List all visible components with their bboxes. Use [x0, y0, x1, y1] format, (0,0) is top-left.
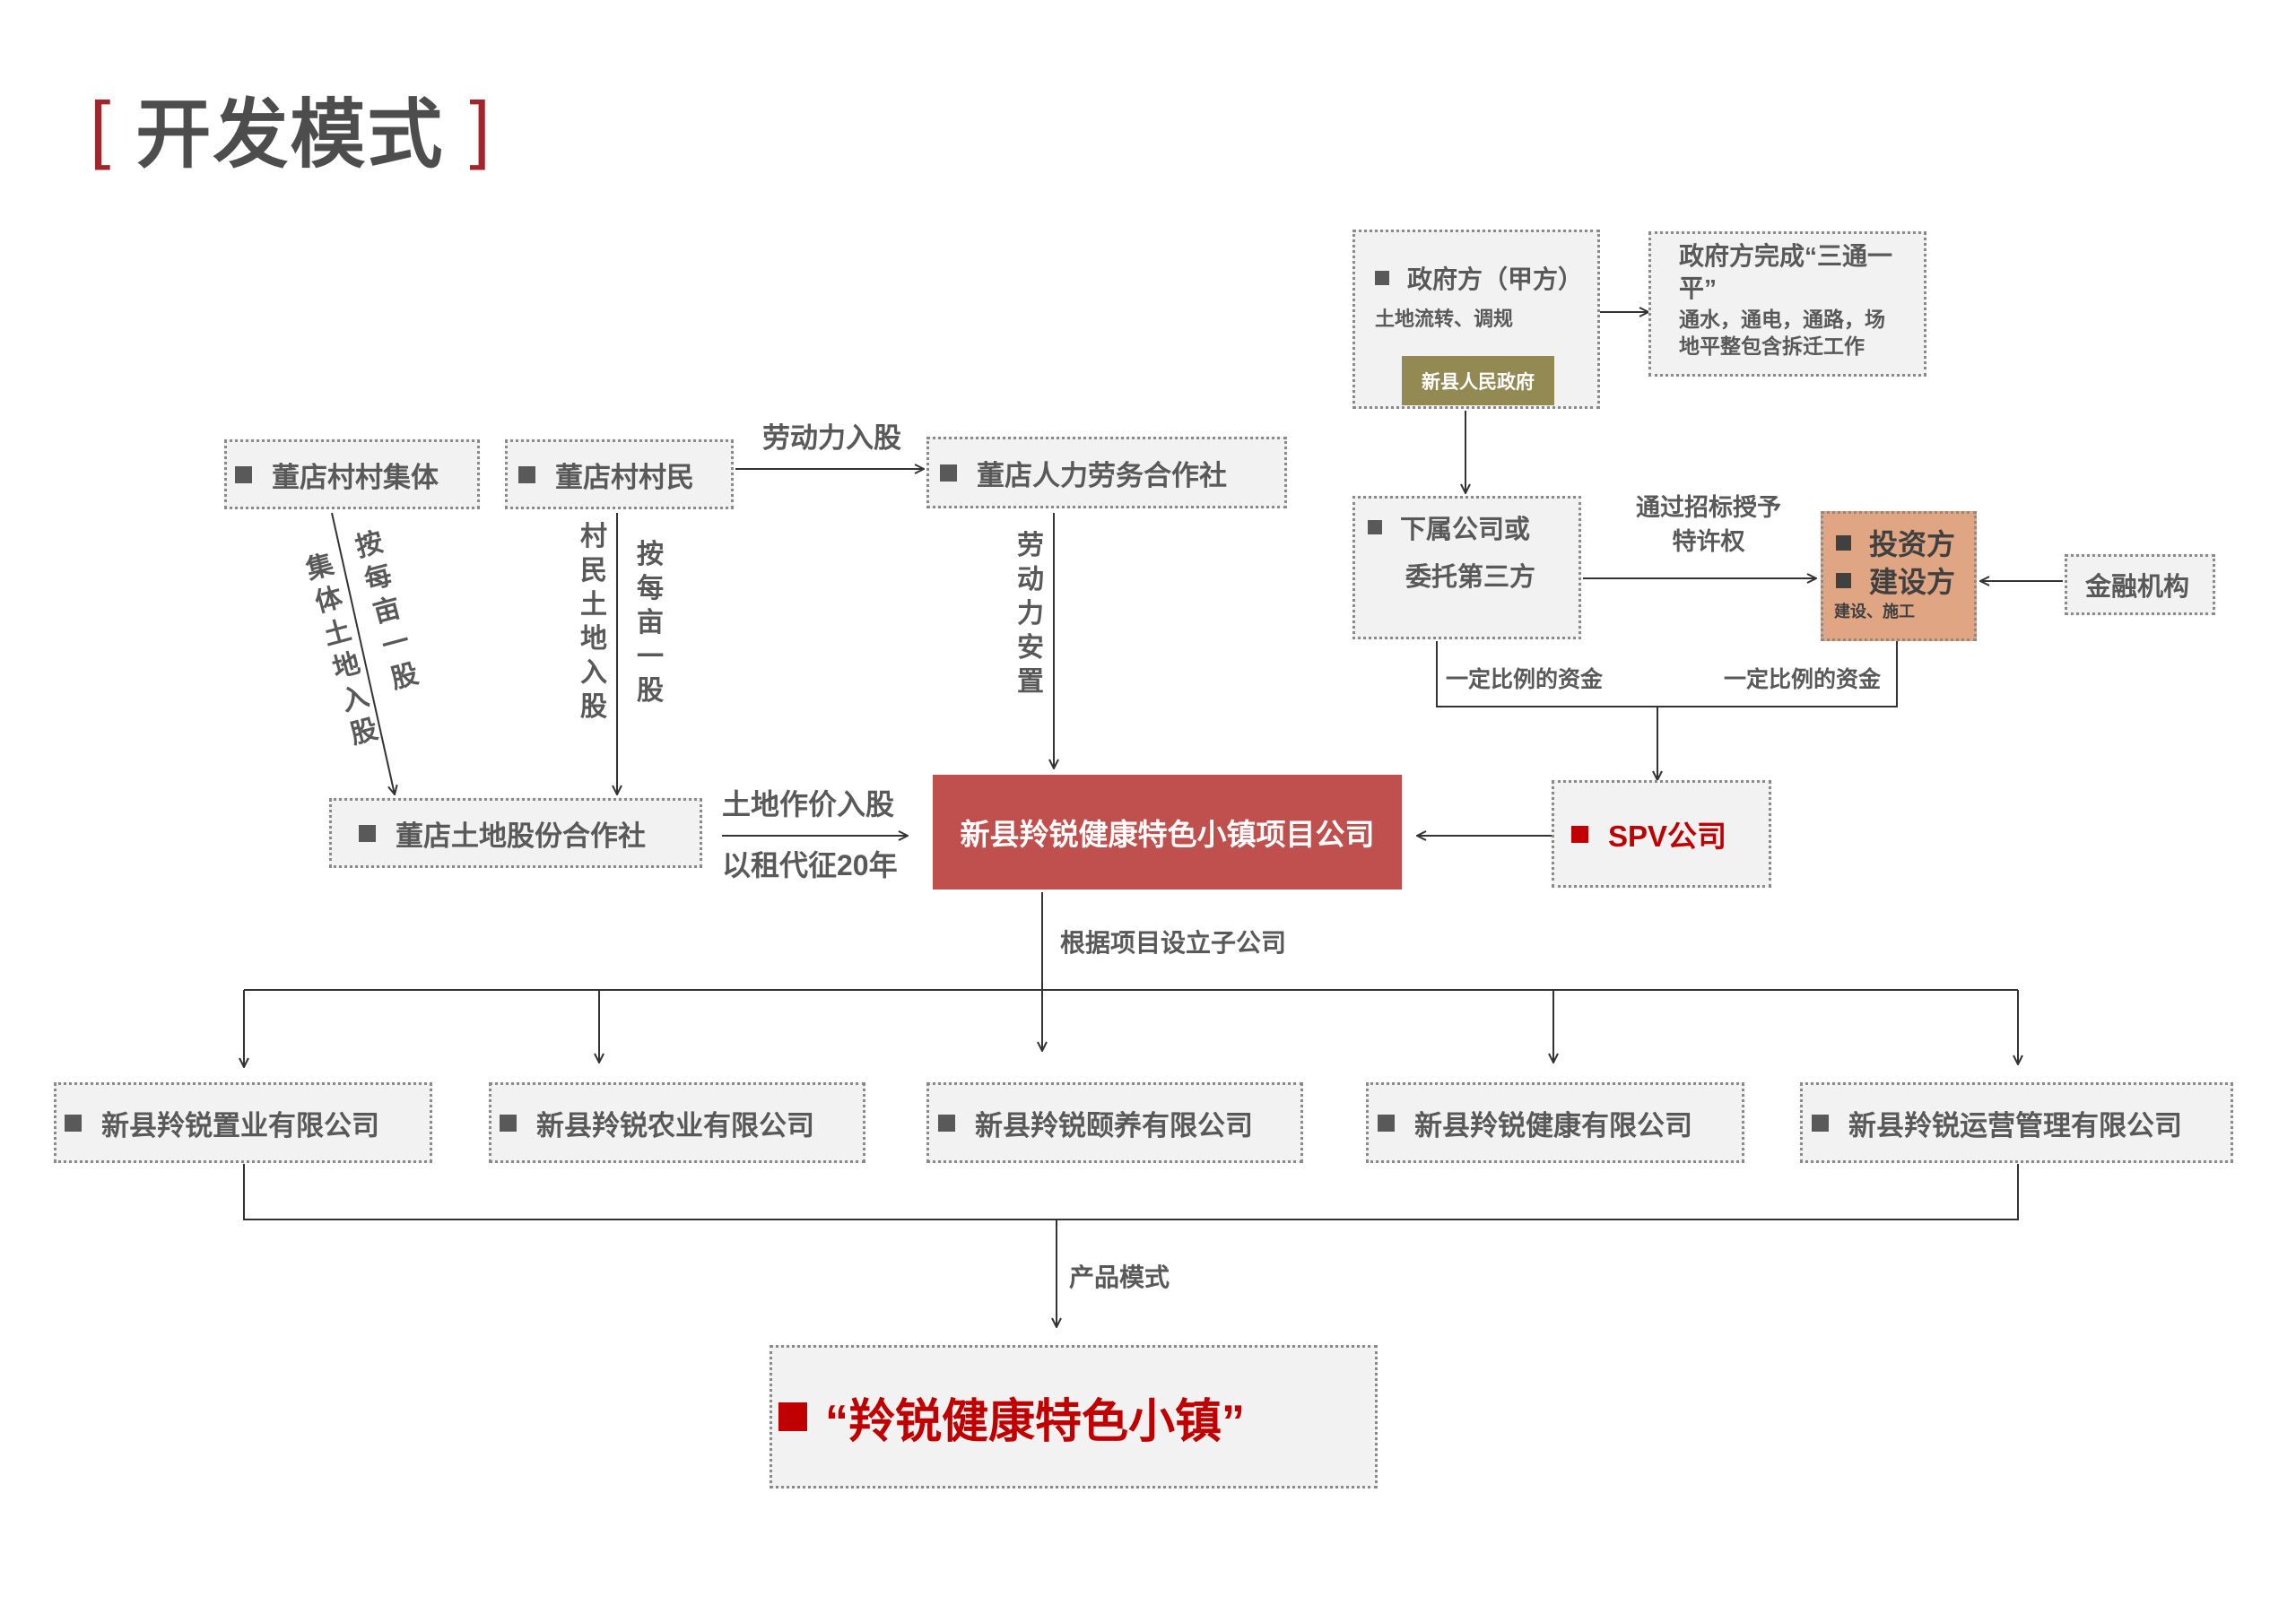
land-coop-box	[329, 798, 702, 868]
product-box	[770, 1345, 1378, 1488]
bullet-icon	[1836, 572, 1851, 588]
bullet-icon	[1571, 825, 1588, 843]
investor-line1: 投资方	[1836, 523, 1955, 562]
edge-label-capital-left: 一定比例的资金	[1446, 667, 1604, 692]
labor-coop-label: 董店人力劳务合作社	[940, 437, 1227, 508]
edge-label-capital-right: 一定比例的资金	[1724, 667, 1882, 692]
title-bracket-left: [	[90, 86, 111, 170]
government-subtitle: 土地流转、调规	[1375, 308, 1514, 330]
edge-label-labor-share: 劳动力入股	[762, 422, 901, 454]
product-label: “羚锐健康特色小镇”	[778, 1345, 1245, 1488]
investor-line2: 建设方	[1836, 560, 1955, 600]
title-text: 开发模式	[135, 91, 445, 177]
bullet-icon	[518, 465, 535, 483]
project-company-box: 新县羚锐健康特色小镇项目公司	[933, 775, 1402, 890]
edge-label-product-mode: 产品模式	[1069, 1263, 1170, 1291]
bullet-icon	[1375, 271, 1389, 285]
edge-label-set-subsidiaries: 根据项目设立子公司	[1060, 929, 1287, 957]
village-collective-box	[224, 439, 480, 509]
subsidiary-company-box	[1800, 1082, 2233, 1163]
capital-bracket-line	[1436, 641, 1898, 707]
edge-label-lease: 以租代征20年	[722, 849, 898, 881]
arrow-collective-to-landcoop	[331, 512, 395, 794]
bullet-icon	[359, 824, 376, 842]
subsidiary-company-label: 新县羚锐置业有限公司	[65, 1082, 379, 1163]
spv-box	[1552, 780, 1771, 888]
title-bracket-right: ]	[469, 86, 491, 170]
product-bus-line	[243, 1164, 2019, 1220]
gov-tasks-title: 政府方完成“三通一平”	[1679, 242, 1893, 302]
bullet-icon	[1836, 534, 1851, 551]
edge-label-bidding: 通过招标授予特许权	[1636, 494, 1781, 555]
spv-label: SPV公司	[1571, 780, 1726, 888]
bullet-icon	[65, 1114, 82, 1132]
edge-label-land-price: 土地作价入股	[722, 788, 895, 820]
bullet-icon	[938, 1114, 955, 1132]
gov-tasks-detail: 通水，通电，通路，场地平整包含拆迁工作	[1679, 308, 1885, 358]
village-collective-label: 董店村村集体	[235, 439, 439, 509]
subsidiary-company-label: 新县羚锐颐养有限公司	[938, 1082, 1253, 1163]
gov-tasks-box	[1648, 231, 1926, 377]
bullet-icon	[778, 1402, 807, 1431]
subsidiary-company-label: 新县羚锐农业有限公司	[500, 1082, 814, 1163]
subsidiary-box	[1352, 496, 1581, 639]
subsidiary-company-box	[926, 1082, 1303, 1163]
land-coop-label: 董店土地股份合作社	[359, 798, 646, 868]
bullet-icon	[1812, 1114, 1829, 1132]
investor-note: 建设、施工	[1834, 603, 1915, 621]
bullet-icon	[235, 465, 252, 483]
labor-coop-box	[926, 437, 1287, 508]
subsidiary-company-label: 新县羚锐健康有限公司	[1378, 1082, 1692, 1163]
bullet-icon	[1368, 520, 1382, 534]
bullet-icon	[940, 464, 957, 482]
government-badge: 新县人民政府	[1402, 356, 1554, 405]
subsidiary-company-label: 新县羚锐运营管理有限公司	[1812, 1082, 2182, 1163]
subsidiary-line1: 下属公司或	[1368, 507, 1530, 548]
edge-label-villager-land: 村民土地入股	[580, 522, 607, 722]
subsidiary-company-box	[489, 1082, 865, 1163]
edge-label-labor-placement: 劳动力安置	[1017, 531, 1044, 697]
bullet-icon	[1378, 1114, 1395, 1132]
subsidiary-company-box	[1366, 1082, 1744, 1163]
subsidiary-line2: 委托第三方	[1405, 563, 1536, 592]
edge-label-villager-per-mu: 按每亩一股	[637, 540, 664, 706]
government-title: 政府方（甲方）	[1375, 260, 1583, 296]
bullet-icon	[500, 1114, 517, 1132]
project-company-label: 新县羚锐健康特色小镇项目公司	[960, 818, 1375, 851]
villagers-box	[505, 439, 734, 509]
page-title: [ 开发模式 ]	[90, 79, 491, 178]
finance-box	[2065, 554, 2215, 615]
villagers-label: 董店村村民	[518, 439, 694, 509]
finance-label: 金融机构	[2085, 573, 2190, 602]
subsidiary-company-box	[54, 1082, 432, 1163]
